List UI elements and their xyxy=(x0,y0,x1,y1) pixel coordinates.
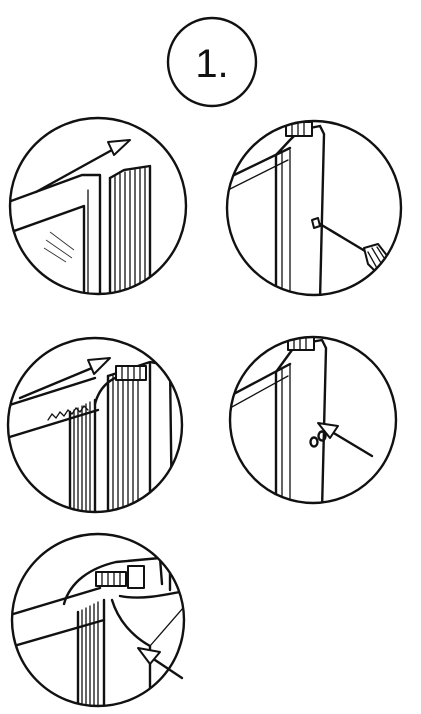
panel-frame xyxy=(10,532,186,708)
panel-slide-seal-into-profile xyxy=(6,336,184,514)
panel-frame xyxy=(228,335,398,505)
panel-screw-bracket xyxy=(225,119,403,297)
panel-frame xyxy=(225,119,403,297)
panel-snap-cover xyxy=(10,532,186,708)
step-circle xyxy=(166,16,258,108)
arrow-icon xyxy=(34,139,131,194)
arrow-icon xyxy=(317,422,374,458)
panel-fit-screw-caps xyxy=(228,335,398,505)
step-badge: 1. xyxy=(166,16,258,108)
panel-frame xyxy=(8,116,188,296)
panel-frame xyxy=(6,336,184,514)
step-label: 1. xyxy=(195,42,228,86)
arrow-icon xyxy=(18,357,111,400)
arrow-icon xyxy=(137,647,184,680)
panel-slide-seal-onto-glass xyxy=(8,116,188,296)
